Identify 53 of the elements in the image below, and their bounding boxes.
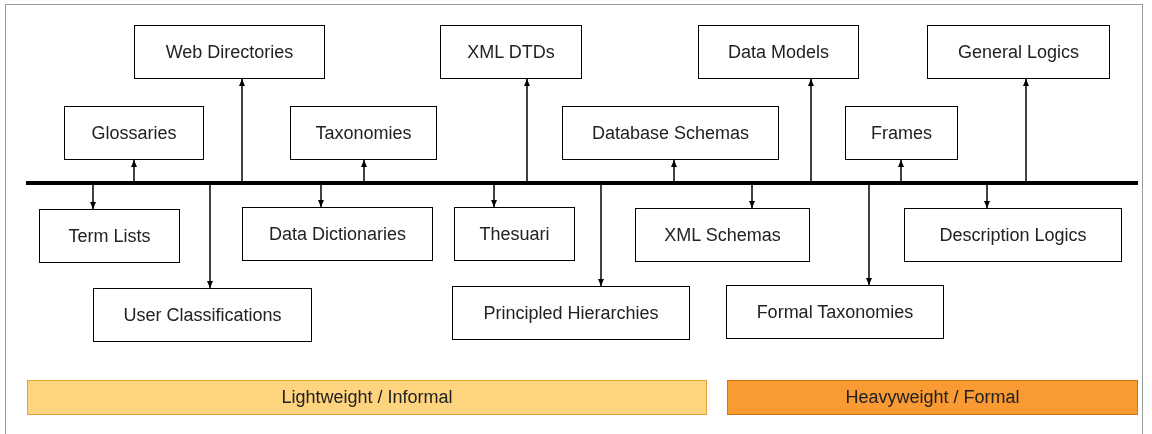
category-band [27,380,707,415]
arrow [749,184,755,209]
arrow [808,78,814,182]
concept-box [39,209,180,263]
concept-box [440,25,582,79]
arrow [671,159,677,182]
arrow [984,184,990,209]
arrow [207,184,213,289]
arrow [361,159,367,182]
box-label: XML Schemas [664,223,781,247]
box-label: Formal Taxonomies [756,300,914,324]
box-label: Thesuari [479,222,550,246]
concept-box [698,25,859,79]
timeline-bar [26,181,1138,185]
box-label: User Classifications [123,303,282,327]
arrow [90,184,96,210]
box-label: General Logics [957,40,1080,64]
arrow [598,184,604,287]
concept-box [93,288,312,342]
arrow [131,159,137,182]
concept-box [134,25,325,79]
concept-box [290,106,437,160]
box-label: XML DTDs [467,40,555,64]
box-label: Heavyweight / Formal [845,386,1020,409]
box-label: Frames [871,121,932,145]
concept-box [452,286,690,340]
arrow [898,159,904,182]
arrow [318,184,324,208]
concept-box [454,207,575,261]
arrow [239,78,245,182]
box-label: Web Directories [165,40,294,64]
concept-box [726,285,944,339]
arrow [524,78,530,182]
arrow [1023,78,1029,182]
box-label: Glossaries [91,121,177,145]
concept-box [635,208,810,262]
concept-box [64,106,204,160]
concept-box [845,106,958,160]
box-label: Principled Hierarchies [483,301,659,325]
box-label: Database Schemas [591,121,750,145]
box-label: Term Lists [68,224,151,248]
arrow [866,184,872,286]
box-label: Taxonomies [315,121,412,145]
box-label: Data Dictionaries [268,222,407,246]
category-band [727,380,1138,415]
concept-box [242,207,433,261]
box-label: Description Logics [939,223,1087,247]
concept-box [904,208,1122,262]
concept-box [927,25,1110,79]
arrow [491,184,497,208]
concept-box [562,106,779,160]
box-label: Lightweight / Informal [281,386,453,409]
box-label: Data Models [727,40,830,64]
